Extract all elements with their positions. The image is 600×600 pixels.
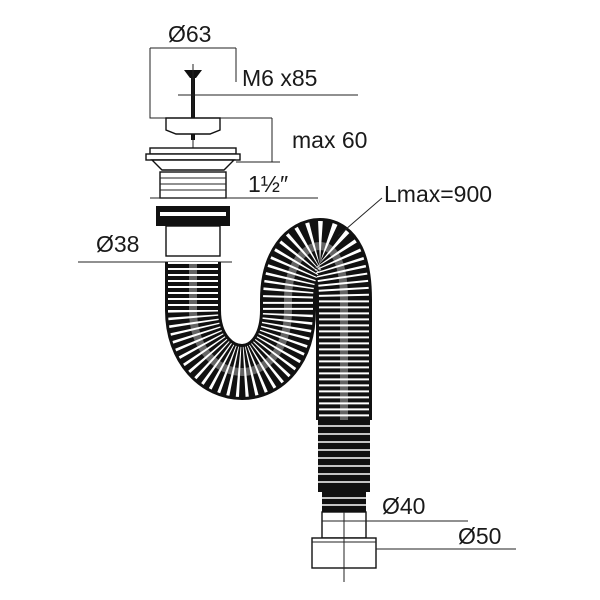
label-outlet-large: Ø50 xyxy=(458,523,501,549)
flange-cone xyxy=(150,159,236,171)
hose-ribs xyxy=(168,220,369,420)
sink-section xyxy=(78,47,358,263)
threaded-nut xyxy=(159,171,227,199)
label-strainer-diameter: Ø63 xyxy=(168,21,211,47)
label-inlet-diameter: Ø38 xyxy=(96,231,139,257)
hose-straight-section xyxy=(318,420,370,492)
label-thread: 1½″ xyxy=(248,171,288,197)
label-outlet-small: Ø40 xyxy=(382,493,425,519)
label-flexible-length: Lmax=900 xyxy=(384,181,492,207)
nut-thread-lines xyxy=(160,177,226,191)
label-screw: M6 x85 xyxy=(242,65,317,91)
sink-wall-outline xyxy=(149,48,272,119)
outlet-adapter xyxy=(311,511,516,582)
flange-top xyxy=(149,147,237,155)
dim-line-length xyxy=(337,197,383,237)
flange-ring xyxy=(145,153,241,161)
hose-center-shade xyxy=(189,241,348,420)
tail-piece xyxy=(165,225,221,257)
flexible-hose xyxy=(165,197,383,512)
hose-lower-section xyxy=(322,492,366,512)
coupling-band-highlight xyxy=(160,212,226,216)
strainer-body xyxy=(165,117,221,135)
label-max-thickness: max 60 xyxy=(292,127,367,153)
straight-section-ribs xyxy=(318,425,370,483)
